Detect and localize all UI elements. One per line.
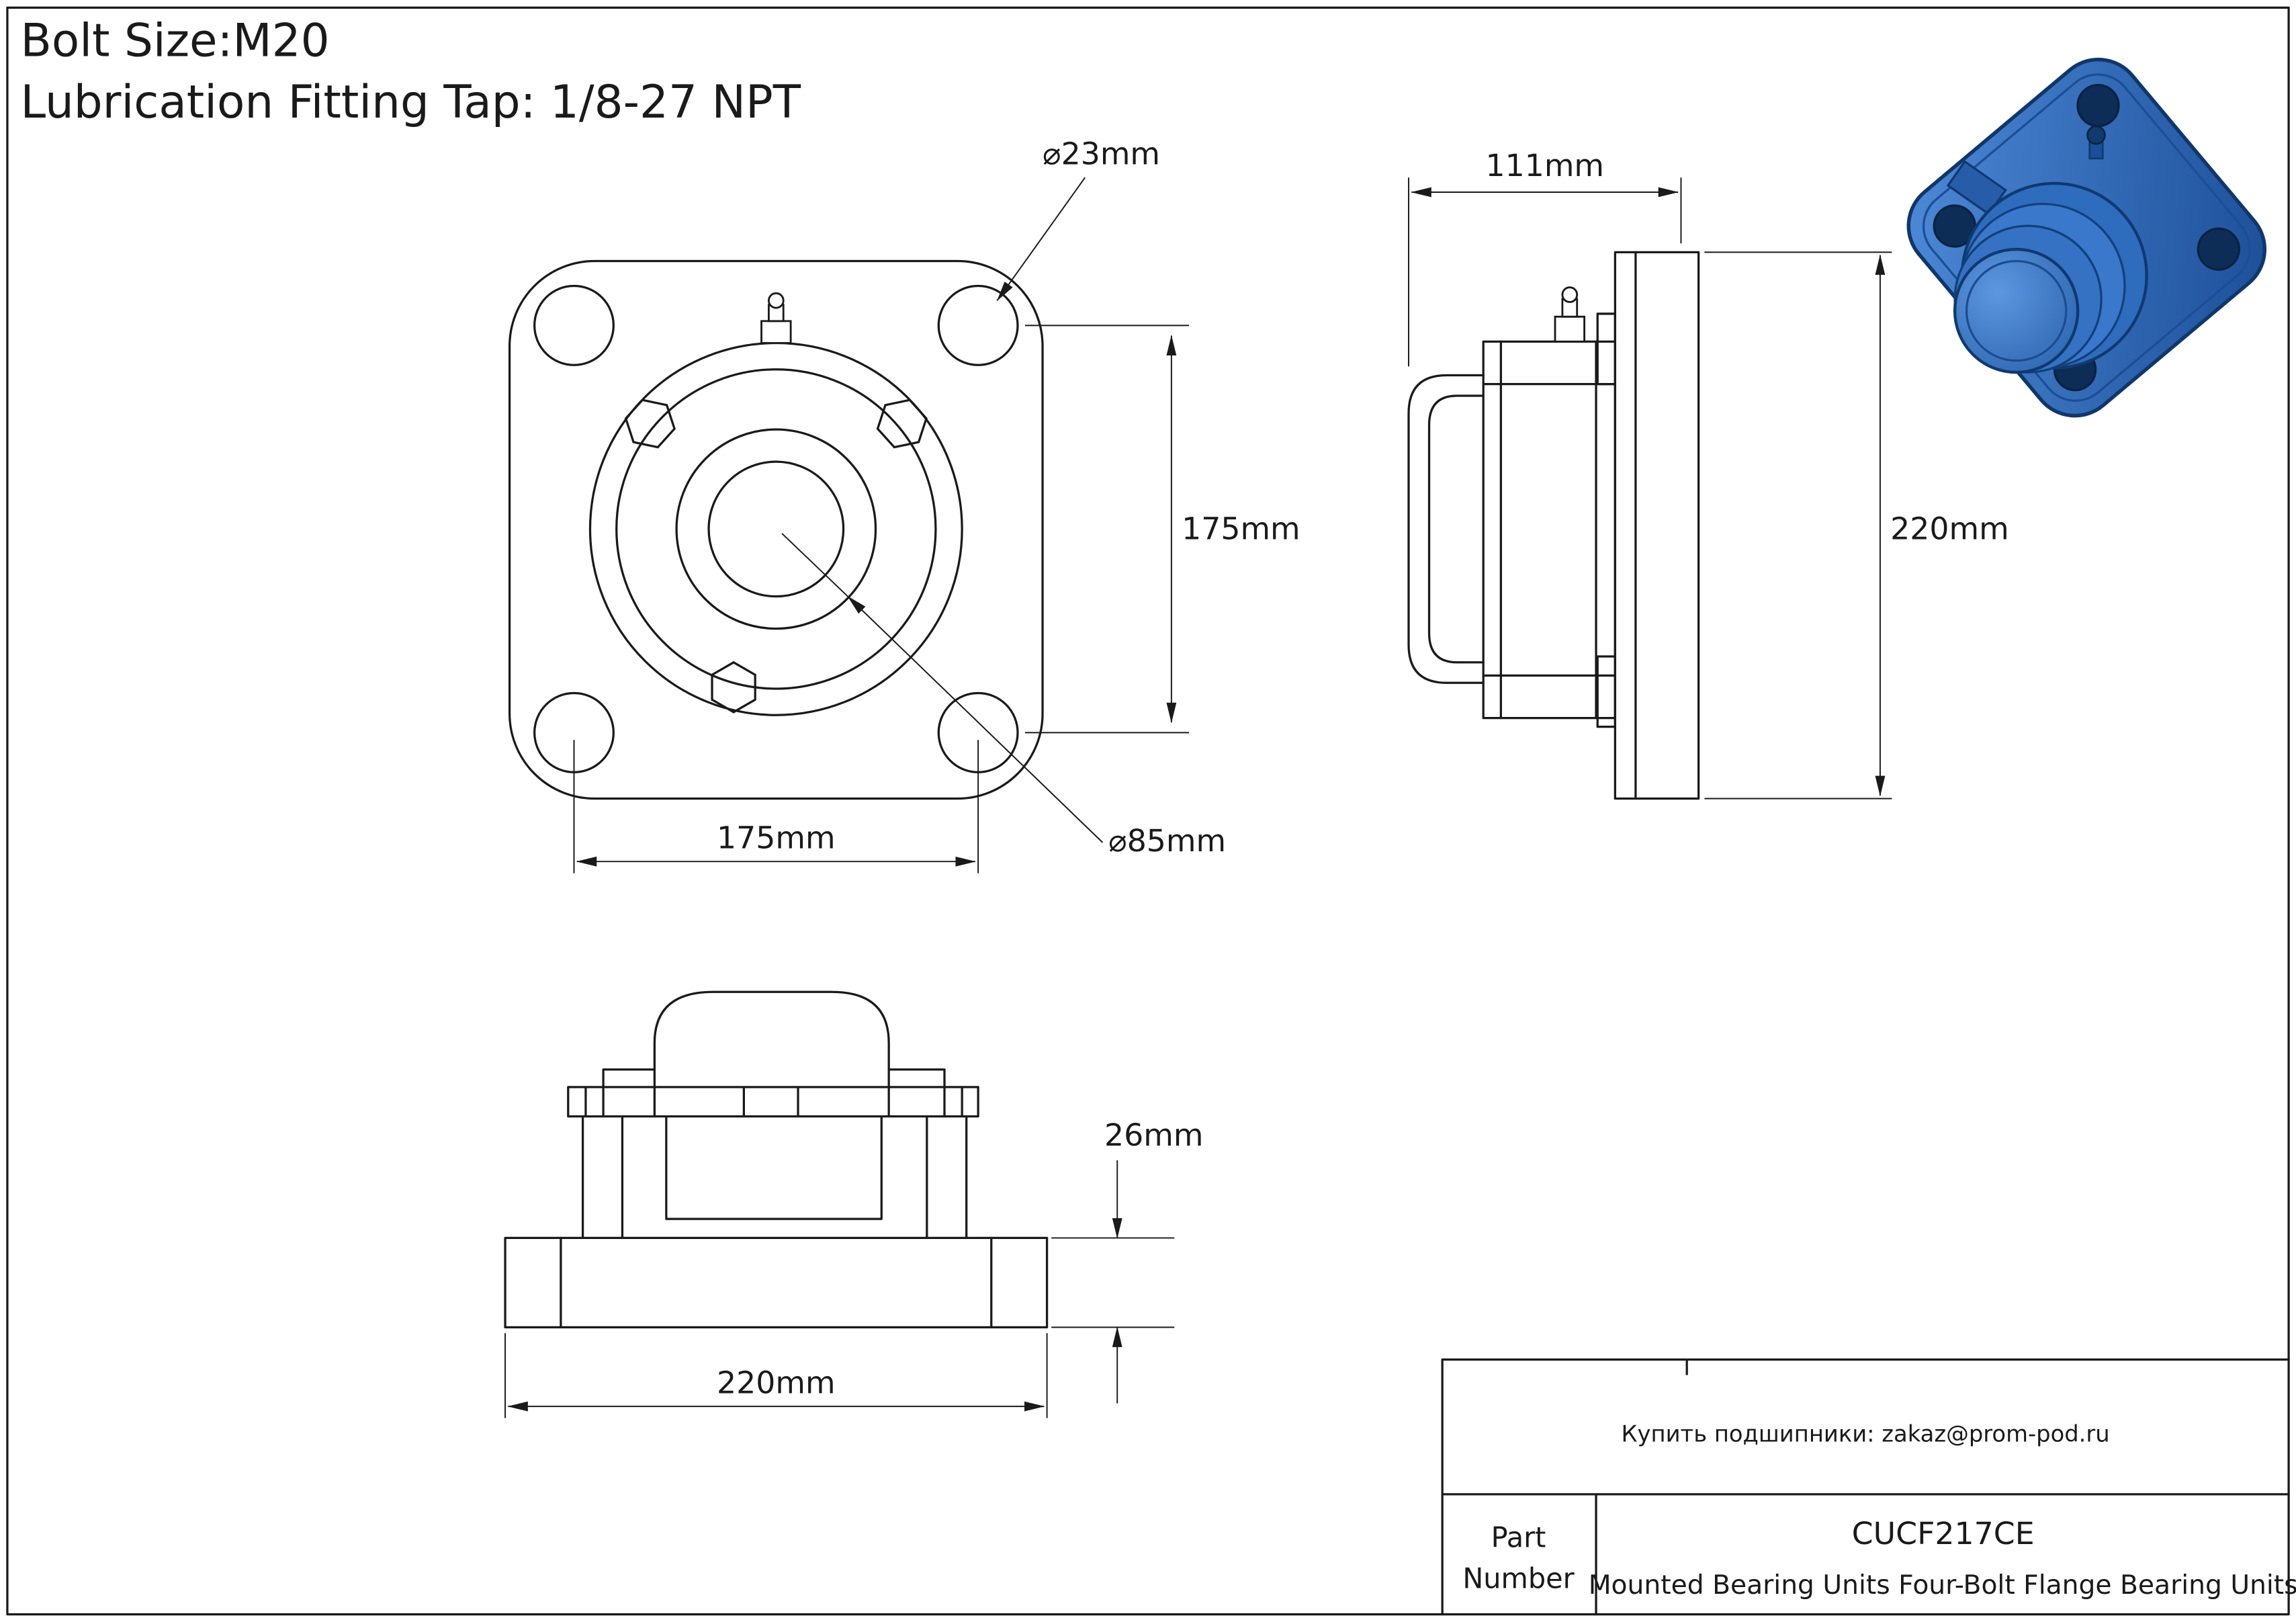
part-label-line1: Part	[1491, 1521, 1546, 1553]
bore-circle-outer	[675, 428, 877, 630]
dim-label-bolt-hole-dia: ⌀23mm	[1043, 136, 1160, 172]
render-bolt-hole	[2197, 227, 2240, 271]
bolt-hole	[533, 284, 615, 366]
cast-hex-boss	[700, 654, 767, 720]
housing-dome	[653, 990, 890, 1089]
flange-outline	[508, 259, 1044, 800]
cast-hex-boss	[872, 396, 932, 452]
dim-bolt-spacing-horizontal: 175mm	[573, 740, 979, 873]
dim-height: 220mm	[1704, 251, 2009, 800]
part-number: CUCF217CE	[1852, 1516, 2035, 1551]
render-bolt-hole	[2076, 83, 2120, 128]
housing-circle-outer	[588, 341, 963, 716]
front-elevation-view: 26mm 220mm	[504, 990, 1203, 1418]
dim-flange-thickness: 26mm	[1051, 1117, 1203, 1404]
drawing-border	[6, 6, 2290, 1616]
bore-circle-inner	[707, 460, 845, 598]
bolt-size-note: Bolt Size:M20	[21, 13, 330, 67]
dim-depth: 111mm	[1408, 148, 1682, 367]
dim-label-flange-thickness: 26mm	[1104, 1117, 1203, 1153]
grease-fitting-side	[1554, 286, 1586, 343]
flange-plate-side	[1614, 251, 1700, 800]
title-block: Купить подшипники: zakaz@prom-pod.ru Par…	[1441, 1358, 2296, 1616]
iso-render-3d	[1906, 57, 2267, 418]
part-label-line2: Number	[1462, 1562, 1575, 1594]
dim-label-depth: 111mm	[1485, 148, 1604, 183]
dim-label-bolt-spacing-vertical: 175mm	[1182, 511, 1300, 547]
side-view: 111mm 220mm	[1407, 148, 2009, 800]
front-view: ⌀23mm 175mm 175mm ⌀85mm	[508, 136, 1300, 873]
dim-label-bore-dia: ⌀85mm	[1108, 823, 1226, 859]
bolt-boss	[1596, 312, 1617, 386]
housing-body-side	[1482, 340, 1617, 720]
lubrication-note: Lubrication Fitting Tap: 1/8-27 NPT	[21, 75, 801, 128]
contact-text: Купить подшипники: zakaz@prom-pod.ru	[1622, 1420, 2110, 1447]
dim-bolt-hole-dia: ⌀23mm	[996, 136, 1160, 302]
dim-label-base-width: 220mm	[717, 1365, 836, 1400]
header-notes: Bolt Size:M20 Lubrication Fitting Tap: 1…	[21, 13, 801, 128]
dim-base-width: 220mm	[504, 1333, 1048, 1418]
housing-circle-inner	[615, 368, 937, 690]
render-grease-fitting	[2086, 125, 2106, 160]
step-band	[567, 1086, 979, 1118]
render-housing-cylinder	[1946, 160, 2148, 374]
end-cap-outline	[1407, 374, 1485, 684]
base-flange	[504, 1236, 1049, 1329]
grease-fitting-front	[760, 292, 792, 344]
part-description: Mounted Bearing Units Four-Bolt Flange B…	[1589, 1570, 2296, 1600]
bolt-hole	[937, 284, 1019, 366]
dim-label-bolt-spacing-horizontal: 175mm	[717, 820, 836, 856]
dim-bore-dia: ⌀85mm	[781, 533, 1226, 859]
dim-bolt-spacing-vertical: 175mm	[1024, 325, 1300, 734]
housing-body-elevation	[581, 1115, 968, 1240]
cast-hex-boss	[620, 396, 680, 452]
end-cap-inner	[1427, 394, 1485, 664]
bolt-boss	[1596, 655, 1617, 728]
dim-label-height: 220mm	[1890, 511, 2009, 547]
